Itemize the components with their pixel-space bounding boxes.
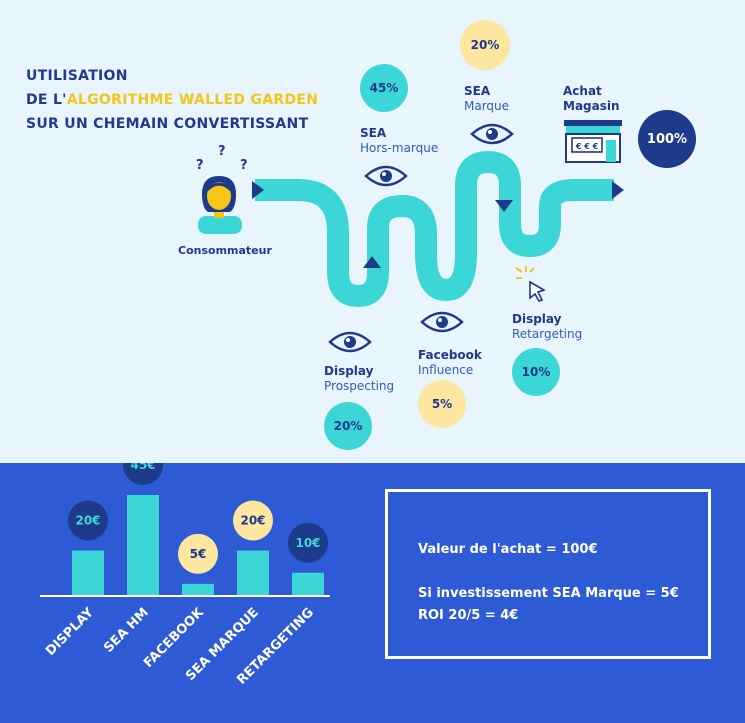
value-badge	[178, 533, 218, 574]
eye-icon	[364, 165, 408, 187]
title-line-3: SUR UN CHEMAIN CONVERTISSANT	[26, 116, 309, 132]
bottom-panel	[0, 463, 745, 723]
marker-down	[495, 200, 513, 212]
value-badge	[288, 522, 328, 563]
value-label: 20€	[240, 514, 265, 528]
step-achat-magasin: Achat Magasin	[563, 84, 620, 114]
bar-sea-marque	[237, 550, 269, 595]
value-label: 5€	[190, 547, 207, 561]
step-subtitle: Prospecting	[324, 379, 395, 393]
step-sea-marque: SEA Marque	[464, 84, 509, 114]
title-line-1: UTILISATION	[26, 68, 128, 84]
page-title: UTILISATION DE L'ALGORITHME WALLED GARDE…	[26, 64, 318, 136]
info-box: Valeur de l'achat = 100€ Si investisseme…	[385, 489, 711, 659]
marker-up	[363, 256, 381, 268]
pct-display-retargeting: 10%	[512, 348, 560, 396]
end-arrow	[612, 181, 624, 199]
pct-display-prospecting: 20%	[324, 402, 372, 450]
value-label: 20€	[75, 514, 100, 528]
step-subtitle: Marque	[464, 99, 510, 113]
value-label: 45€	[130, 463, 155, 472]
bar-sea-hm	[127, 495, 159, 595]
question-mark-1: ?	[196, 158, 204, 173]
question-mark-2: ?	[218, 144, 226, 159]
cursor-click-icon	[515, 266, 546, 302]
category-label: SEA HM	[101, 605, 152, 656]
info-line-1: Valeur de l'achat = 100€	[418, 542, 598, 557]
pct-sea-marque: 20%	[460, 20, 510, 70]
journey-path	[252, 151, 624, 307]
step-display-prospecting: Display Prospecting	[324, 364, 394, 394]
pct-facebook: 5%	[418, 380, 466, 428]
category-label: DISPLAY	[43, 605, 97, 659]
step-title: Facebook	[418, 348, 482, 362]
bar-retargeting	[292, 572, 324, 595]
step-display-retargeting: Display Retargeting	[512, 312, 582, 342]
consumer-label: Consommateur	[178, 244, 272, 257]
step-sea-hm: SEA Hors-marque	[360, 126, 438, 156]
value-badge	[123, 463, 163, 485]
question-mark-3: ?	[240, 158, 248, 173]
value-badge	[68, 500, 108, 541]
step-subtitle: Retargeting	[512, 327, 583, 341]
consumer-avatar	[198, 176, 242, 234]
value-badge	[233, 500, 273, 541]
step-facebook: Facebook Influence	[418, 348, 482, 378]
pct-sea-hm: 45%	[360, 64, 408, 112]
step-title: SEA	[464, 84, 491, 98]
step-subtitle: Hors-marque	[360, 141, 439, 155]
start-arrow	[252, 181, 264, 199]
step-title-2: Magasin	[563, 99, 620, 113]
pct-achat: 100%	[638, 110, 696, 168]
store-sign: € € €	[575, 142, 599, 151]
step-title: SEA	[360, 126, 387, 140]
bar-display	[72, 550, 104, 595]
title-prefix: DE L'	[26, 92, 67, 108]
step-title: Display	[512, 312, 562, 326]
step-title: Achat	[563, 84, 602, 98]
step-title: Display	[324, 364, 374, 378]
eye-icon	[420, 311, 464, 333]
title-line-2: DE L'ALGORITHME WALLED GARDEN	[26, 88, 318, 112]
eye-icon	[328, 331, 372, 353]
value-label: 10€	[295, 536, 320, 550]
store-icon: € € €	[564, 120, 622, 163]
bar-facebook	[182, 583, 214, 595]
info-line-3: ROI 20/5 = 4€	[418, 608, 519, 623]
title-highlight: ALGORITHME WALLED GARDEN	[66, 92, 319, 108]
step-subtitle: Influence	[418, 363, 474, 377]
info-line-2: Si investissement SEA Marque = 5€	[418, 586, 679, 601]
eye-icon	[470, 123, 514, 145]
